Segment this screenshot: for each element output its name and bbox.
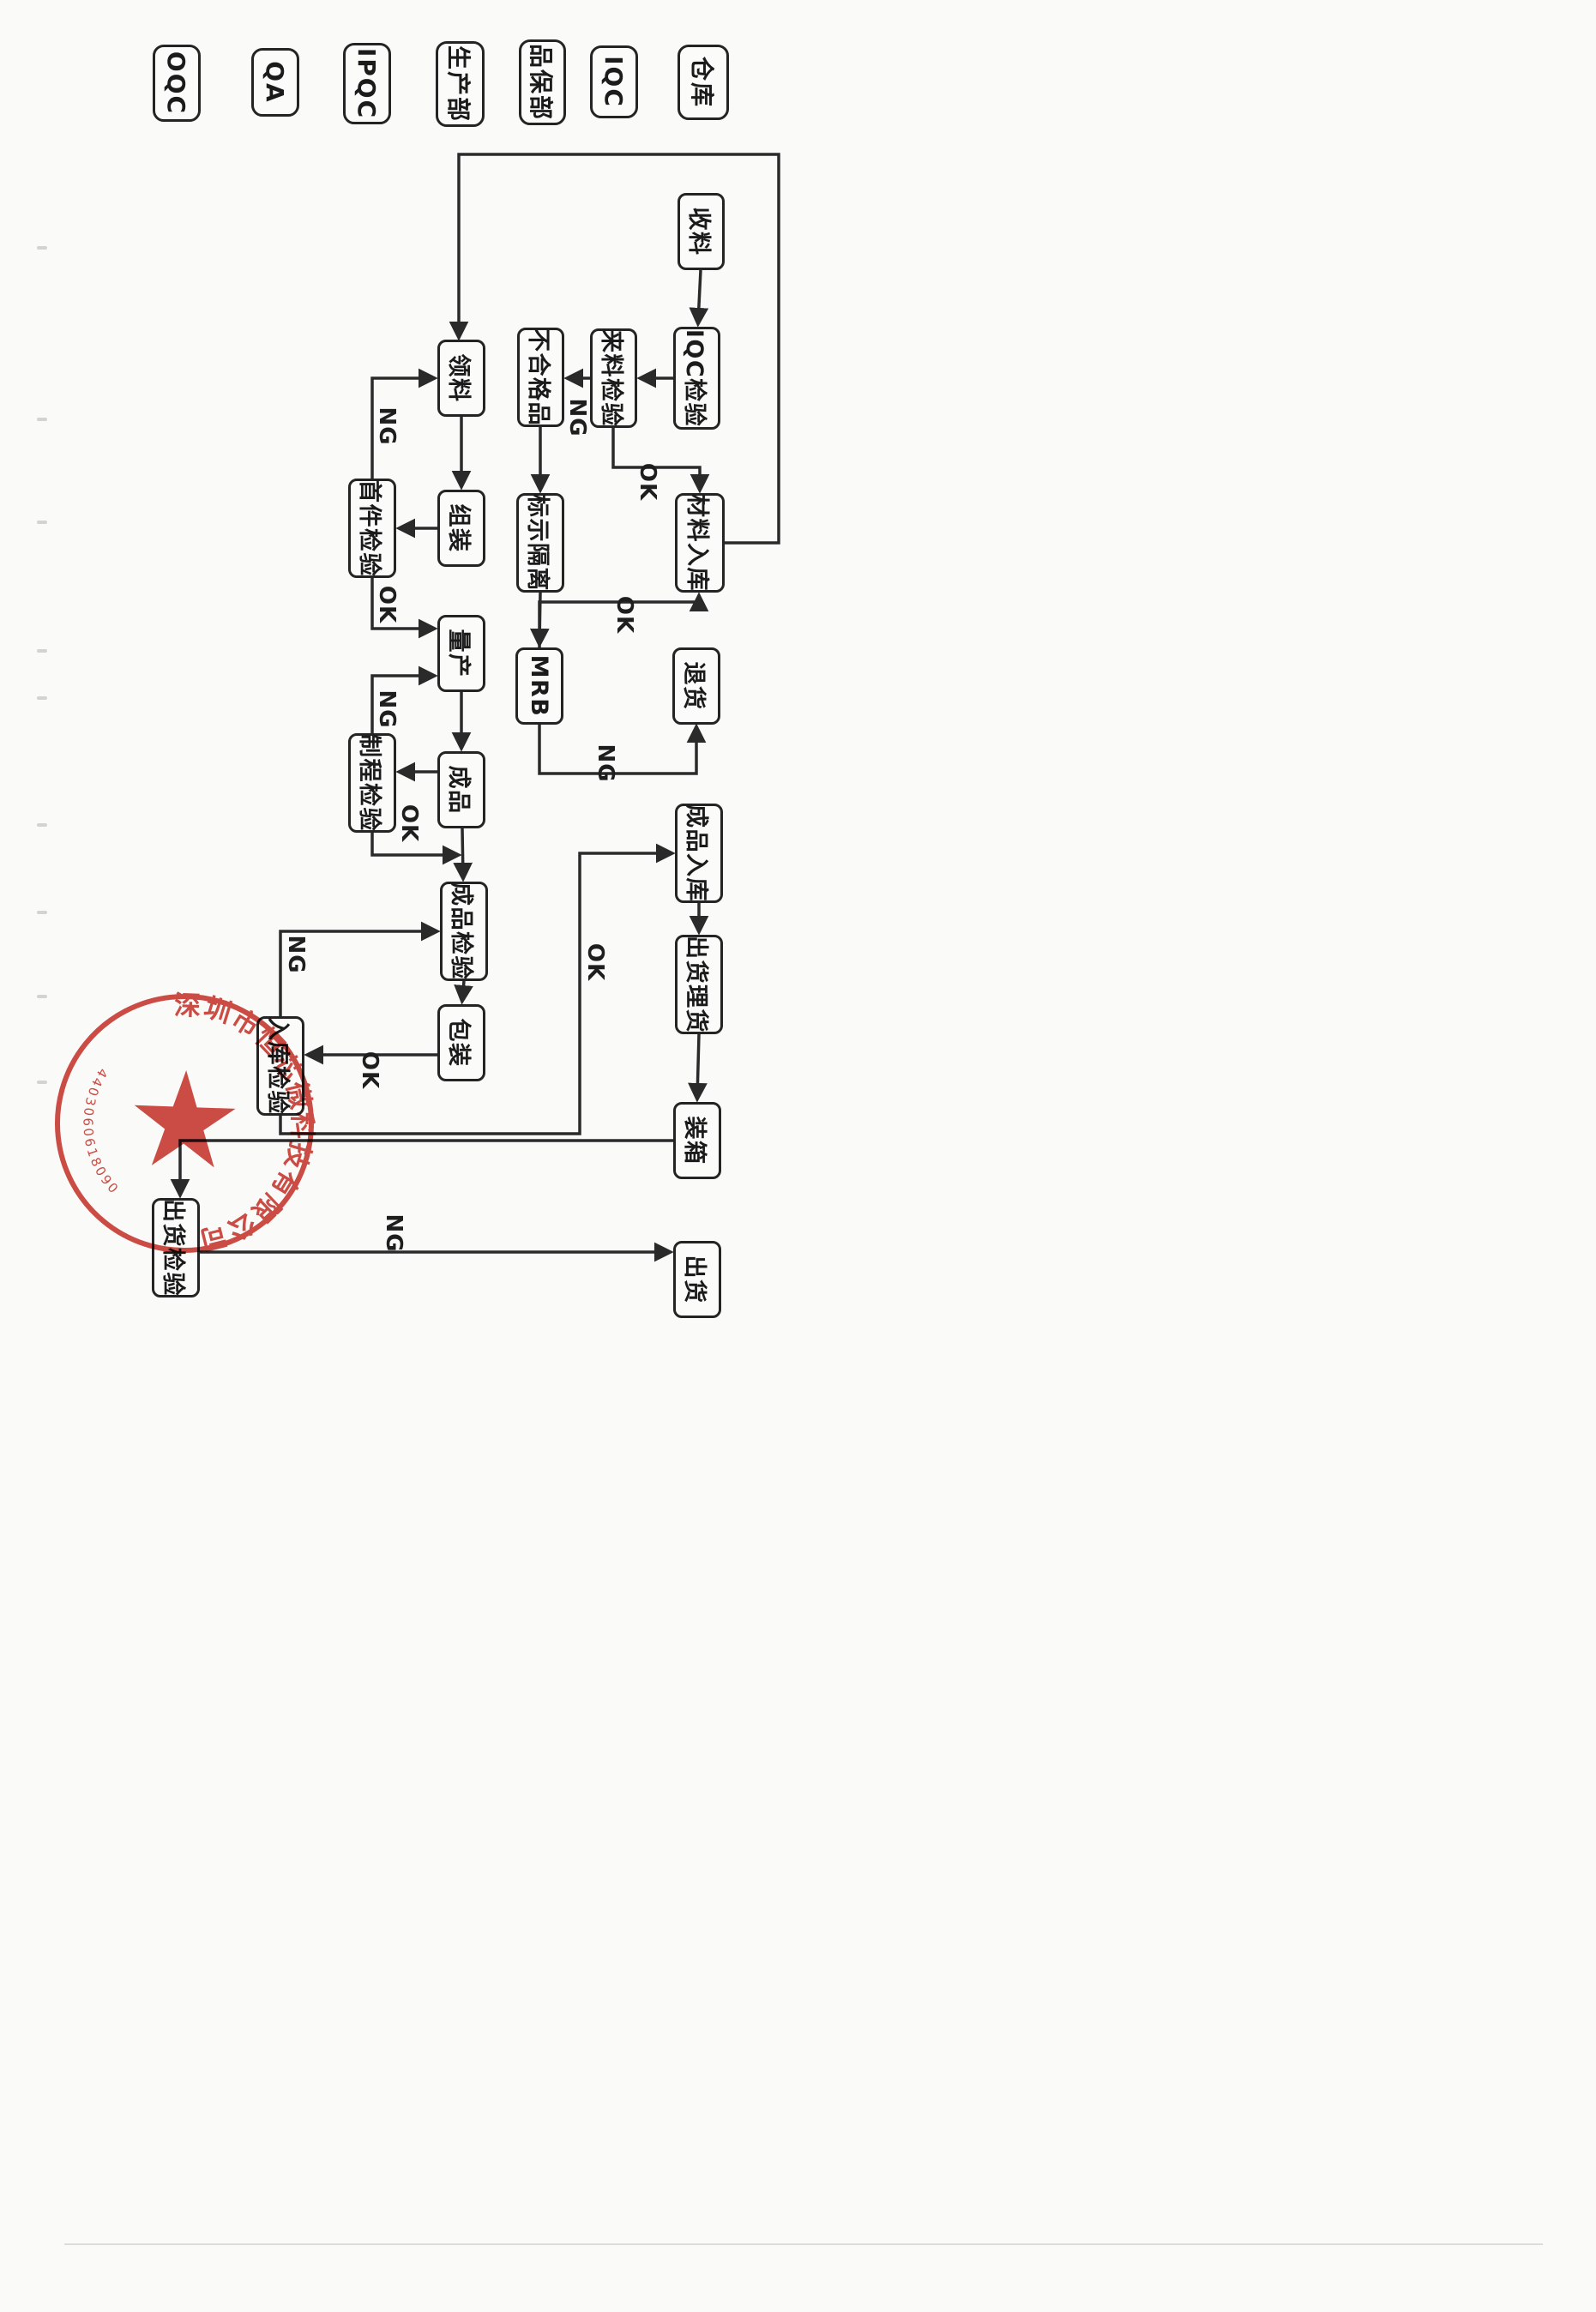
lane-header-production-dept: 生产部 [436,41,485,127]
scan-mark [37,911,47,914]
node-label: IQC检验 [681,328,708,428]
node-finished-product: 成品 [437,751,485,828]
lane-label: IPQC [352,47,382,120]
scan-mark [37,696,47,700]
edge-tally-to-boxing [688,1033,708,1103]
edge-material-warehouse-to-requisition [449,153,780,545]
scan-mark [37,418,47,421]
seal-serial-text: 4403060618090 [74,1064,123,1201]
edge-warehousing-inspection-to-final-inspection-ng [279,921,441,1016]
node-label: 来料检验 [598,329,624,427]
edge-mrb-to-return-ng [538,723,707,775]
edge-finished-to-final-inspection [453,828,473,882]
node-label: 包装 [445,1018,473,1068]
node-label: 制程检验 [356,734,383,832]
node-first-article-inspection: 首件检验 [348,479,396,578]
edge-label-ng-inprocess: NG [374,689,400,729]
edge-label-ok-first-article: OK [374,585,400,624]
edge-label-ng-first-article: NG [374,406,400,446]
edge-label-ng-warehousing-inspection: NG [283,935,309,974]
edge-label-ng-mrb: NG [593,744,618,783]
node-label: MRB [526,654,553,718]
node-label: 不合格品 [525,328,551,426]
node-shipping: 出货 [673,1241,721,1318]
node-label: 首件检验 [356,479,383,577]
edge-label-ok-inprocess: OK [396,804,422,843]
edge-warehousing-inspection-to-fg-warehouse-ok [279,843,676,1135]
node-label: 成品检验 [448,882,475,980]
node-label: 材料入库 [684,494,711,592]
node-nonconforming-product: 不合格品 [517,328,564,427]
node-mass-production: 量产 [437,615,485,692]
node-label: 领料 [445,353,473,403]
node-label: 出货 [681,1255,708,1304]
company-seal-graphic: 深圳市恒芯微科技有限公司 4403060618090 [55,977,331,1256]
node-label: 成品 [445,765,473,815]
scan-mark [37,521,47,524]
scan-mark [37,995,47,998]
node-label: 标示隔离 [524,494,551,592]
node-packing: 包装 [437,1004,485,1081]
lane-header-warehouse: 仓库 [678,45,729,120]
seal-ring [55,994,314,1253]
node-iqc-inspection: IQC检验 [673,327,720,430]
lane-header-qa: QA [251,48,299,117]
edge-inprocess-ok-join [370,833,462,865]
node-shipping-tally: 出货理货 [675,935,723,1034]
lane-header-iqc: IQC [590,45,638,118]
lane-label: 生产部 [444,45,473,123]
edge-inprocess-to-massproduction-ng [370,665,438,733]
node-assembly: 组装 [437,490,485,567]
node-finished-product-inspection: 成品检验 [440,882,488,981]
lane-label: 品保部 [527,43,556,121]
scan-edge-line [64,2243,1543,2245]
company-seal: 深圳市恒芯微科技有限公司 4403060618090 [33,972,335,1274]
lane-label: 仓库 [688,56,716,108]
edge-label-ok-packing: OK [357,1051,382,1090]
node-label: 出货理货 [683,936,710,1033]
edge-label-ok-incoming: OK [635,462,660,502]
lane-header-oqc: OQC [153,45,201,122]
node-return-goods: 退货 [672,647,720,725]
lane-label: OQC [162,51,191,116]
scan-mark [37,1081,47,1084]
node-inprocess-inspection: 制程检验 [348,733,396,833]
edge-final-inspection-to-packing [454,980,473,1005]
edge-first-article-to-requisition-ng [370,368,438,479]
node-label: 收料 [685,207,712,256]
node-label: 组装 [445,503,473,553]
node-incoming-inspection: 来料检验 [590,328,637,428]
edge-first-article-to-massproduction-ok [370,578,438,639]
lane-label: QA [261,61,290,104]
seal-star-icon [134,1070,236,1168]
node-material-requisition: 领料 [437,340,485,417]
edge-mrb-to-material-warehouse-ok [538,592,709,647]
edge-incoming-to-material-warehouse-ok [611,428,710,494]
node-mrb: MRB [515,647,563,725]
node-label: 量产 [445,629,473,678]
node-label: 退货 [680,661,708,711]
edge-label-ng-shipping-inspection: NG [381,1213,407,1253]
node-label: 装箱 [681,1116,708,1165]
edge-receive-to-iqcinspection [689,269,709,328]
lane-header-quality-dept: 品保部 [519,39,566,125]
node-finished-goods-warehousing: 成品入库 [675,804,723,903]
edge-label-ok-mrb: OK [611,595,637,635]
scan-mark [37,823,47,827]
edge-label-ok-warehousing-inspection: OK [582,942,608,982]
edge-label-ng-incoming: NG [564,398,590,437]
node-label: 成品入库 [683,804,710,902]
scan-mark [37,246,47,250]
lane-label: IQC [599,56,629,108]
node-material-warehousing: 材料入库 [675,493,725,593]
node-mark-isolate: 标示隔离 [516,493,564,593]
scan-mark [37,649,47,653]
node-boxing: 装箱 [673,1102,721,1179]
node-receive-material: 收料 [678,193,725,270]
lane-header-ipqc: IPQC [343,43,391,124]
